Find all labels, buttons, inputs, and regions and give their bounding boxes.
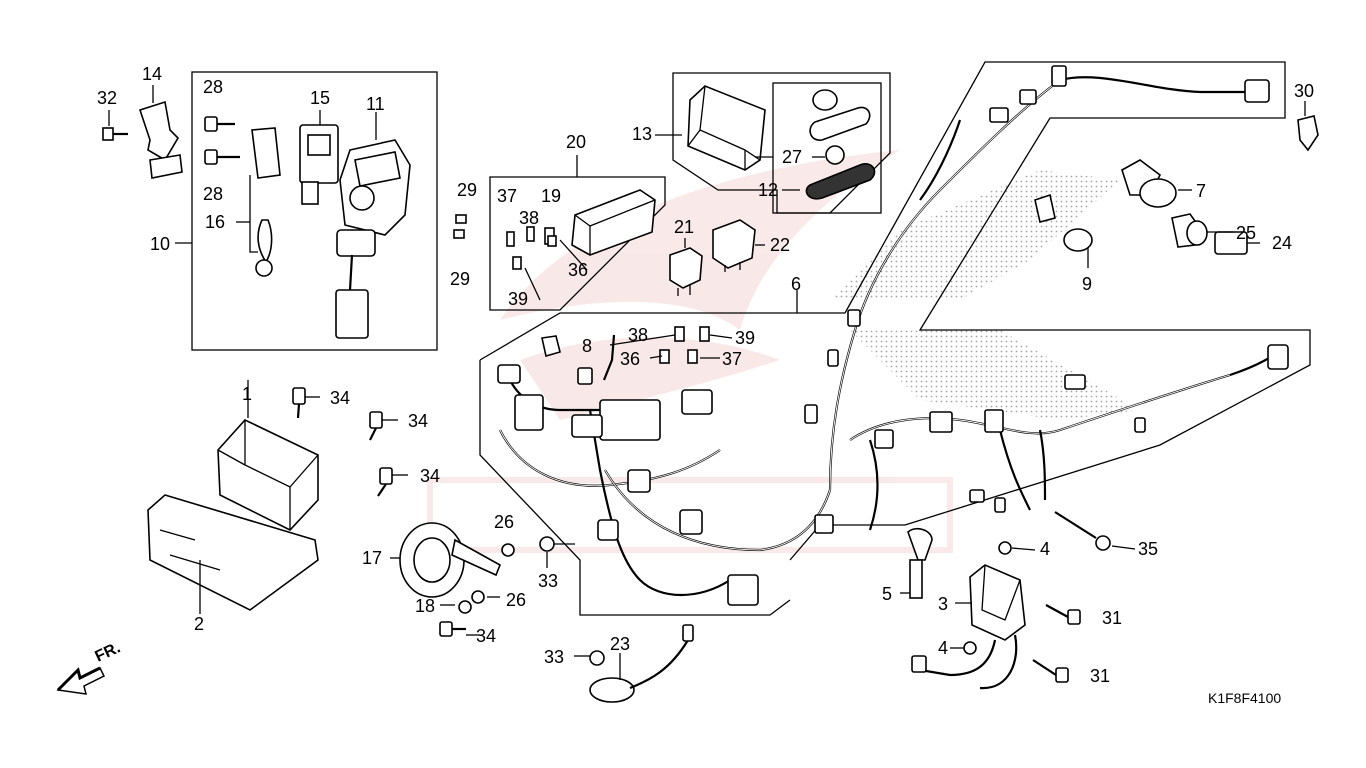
part-7-socket xyxy=(1121,159,1192,208)
part-12-smart-key xyxy=(782,89,876,200)
callout-34c: 34 xyxy=(420,466,440,486)
callout-21: 21 xyxy=(674,217,694,237)
callout-37a: 37 xyxy=(497,186,517,206)
callout-34d: 34 xyxy=(476,626,496,646)
callout-4a: 4 xyxy=(1040,539,1050,559)
callout-32: 32 xyxy=(97,88,117,108)
part-16-key-blank xyxy=(236,127,281,277)
part-15-lock-cylinder xyxy=(299,110,339,205)
part-30-clip xyxy=(1297,101,1319,152)
group-6-outline xyxy=(479,61,1311,616)
callout-33b: 33 xyxy=(544,647,564,667)
part-36-39-fuses-small xyxy=(506,226,557,270)
callout-37b: 37 xyxy=(722,349,742,369)
callout-26a: 26 xyxy=(494,512,514,532)
stipple-shading xyxy=(830,170,1140,420)
part-13-control-unit xyxy=(687,85,766,171)
callout-18: 18 xyxy=(415,596,435,616)
callout-19: 19 xyxy=(541,186,561,206)
part-34-bolts xyxy=(292,387,480,637)
callout-20: 20 xyxy=(566,132,586,152)
part-32-screw xyxy=(102,110,128,141)
callout-5: 5 xyxy=(882,584,892,604)
callout-28a: 28 xyxy=(203,77,223,97)
callout-22: 22 xyxy=(770,235,790,255)
callout-34b: 34 xyxy=(408,411,428,431)
callout-2: 2 xyxy=(194,614,204,634)
part-8-grommet xyxy=(541,335,561,358)
part-35-bolt xyxy=(1054,511,1111,551)
part-2-bracket xyxy=(147,494,319,614)
callout-38a: 38 xyxy=(519,208,539,228)
front-arrow: FR. xyxy=(56,639,124,695)
callout-3: 3 xyxy=(938,594,948,614)
callout-9: 9 xyxy=(1082,274,1092,294)
part-9-socket xyxy=(1034,193,1093,268)
leader-lines xyxy=(524,134,1260,649)
callout-16: 16 xyxy=(205,212,225,232)
callout-36b: 36 xyxy=(620,349,640,369)
part-11-ignition-switch xyxy=(335,112,411,339)
part-29-clips xyxy=(453,214,467,239)
callout-24: 24 xyxy=(1272,233,1292,253)
callout-17: 17 xyxy=(362,548,382,568)
harness-connectors xyxy=(497,65,1289,606)
part-36-39-fuses-harness xyxy=(602,326,710,381)
part-17-horn xyxy=(390,522,502,598)
group-10-box xyxy=(175,71,438,351)
callout-30: 30 xyxy=(1294,81,1314,101)
callout-7: 7 xyxy=(1196,181,1206,201)
callout-14: 14 xyxy=(142,64,162,84)
callout-27: 27 xyxy=(782,147,802,167)
callout-29b: 29 xyxy=(450,269,470,289)
callout-15: 15 xyxy=(310,88,330,108)
part-28-screws xyxy=(204,116,240,165)
callout-1: 1 xyxy=(242,384,252,404)
part-22-relay xyxy=(712,219,765,272)
diagram-code: K1F8F4100 xyxy=(1208,690,1281,706)
callout-labels: 1 2 3 4 4 5 6 7 8 9 10 11 12 13 14 15 16… xyxy=(97,64,1314,686)
callout-6: 6 xyxy=(791,274,801,294)
callout-39b: 39 xyxy=(735,328,755,348)
front-label: FR. xyxy=(93,639,124,665)
callout-35: 35 xyxy=(1138,539,1158,559)
part-14-bracket xyxy=(138,85,183,179)
wire-harness xyxy=(499,76,1281,596)
callout-33a: 33 xyxy=(538,571,558,591)
callout-10: 10 xyxy=(150,234,170,254)
callout-26b: 26 xyxy=(506,590,526,610)
callout-36a: 36 xyxy=(568,260,588,280)
part-33-23-ground xyxy=(539,536,694,703)
callout-13: 13 xyxy=(632,124,652,144)
part-5-plug-cap xyxy=(900,528,933,599)
callout-31b: 31 xyxy=(1090,666,1110,686)
part-1-ecu xyxy=(217,380,319,531)
callout-8: 8 xyxy=(582,336,592,356)
callout-39a: 39 xyxy=(508,289,528,309)
callout-11: 11 xyxy=(366,94,385,114)
part-31-bolts xyxy=(1032,604,1081,683)
callout-4b: 4 xyxy=(938,638,948,658)
callout-12: 12 xyxy=(758,180,778,200)
part-18-26-nuts xyxy=(440,543,515,614)
callout-25: 25 xyxy=(1236,223,1256,243)
callout-34a: 34 xyxy=(330,388,350,408)
callout-31a: 31 xyxy=(1102,608,1122,628)
part-3-ignition-coil xyxy=(911,564,1026,690)
part-21-relay xyxy=(669,238,703,296)
callout-23: 23 xyxy=(610,634,630,654)
callout-28b: 28 xyxy=(203,184,223,204)
group-13-box xyxy=(672,72,891,214)
part-25-socket xyxy=(1171,213,1208,248)
callout-29a: 29 xyxy=(457,180,477,200)
group-20-box xyxy=(489,155,666,311)
part-19-fuse-box-cover xyxy=(571,189,656,256)
